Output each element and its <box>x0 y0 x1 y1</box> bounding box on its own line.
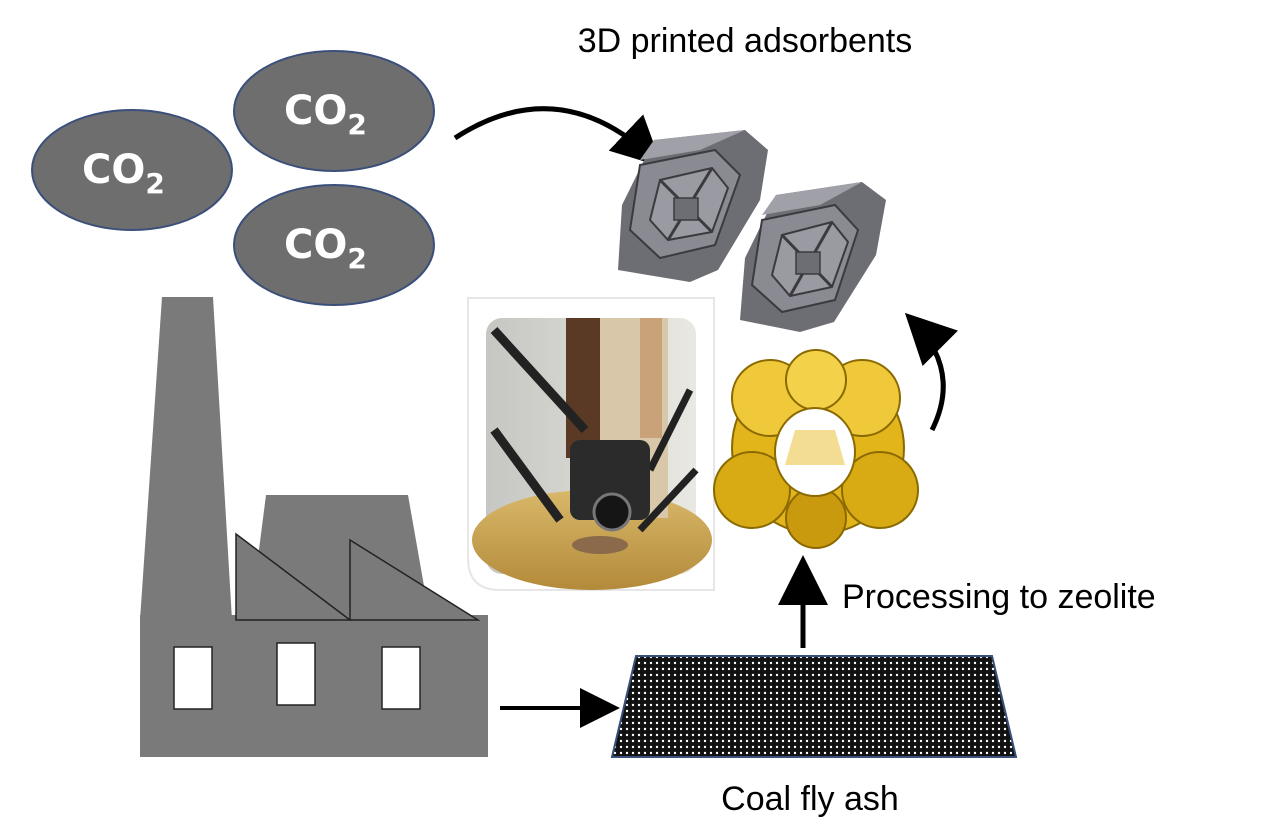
co2-subscript: 2 <box>347 242 366 275</box>
printer-photo <box>467 297 715 591</box>
curved-arrow-from-zeolite <box>904 312 958 432</box>
co2-text: CO <box>82 147 145 193</box>
co2-text: CO <box>284 88 347 134</box>
processing-label: Processing to zeolite <box>842 578 1156 616</box>
co2-subscript: 2 <box>347 108 366 141</box>
curved-arrow-to-adsorbents <box>453 106 663 167</box>
svg-text:CO2: CO2 <box>82 147 165 200</box>
coal-fly-ash-label: Coal fly ash <box>721 780 899 818</box>
co2-cloud-bottom: CO2 <box>233 184 435 306</box>
svg-text:CO2: CO2 <box>284 222 367 275</box>
co2-cloud-left: CO2 <box>31 109 233 231</box>
adsorbents-label: 3D printed adsorbents <box>578 22 913 60</box>
co2-subscript: 2 <box>145 167 164 200</box>
co2-cloud-top: CO2 <box>233 50 435 172</box>
co2-text: CO <box>284 222 347 268</box>
factory-icon <box>140 297 488 757</box>
zeolite-structure <box>713 349 919 549</box>
adsorbent-block-right <box>740 182 886 332</box>
svg-text:CO2: CO2 <box>284 88 367 141</box>
adsorbent-block-left <box>618 130 768 282</box>
coal-fly-ash-pile <box>610 655 1018 758</box>
